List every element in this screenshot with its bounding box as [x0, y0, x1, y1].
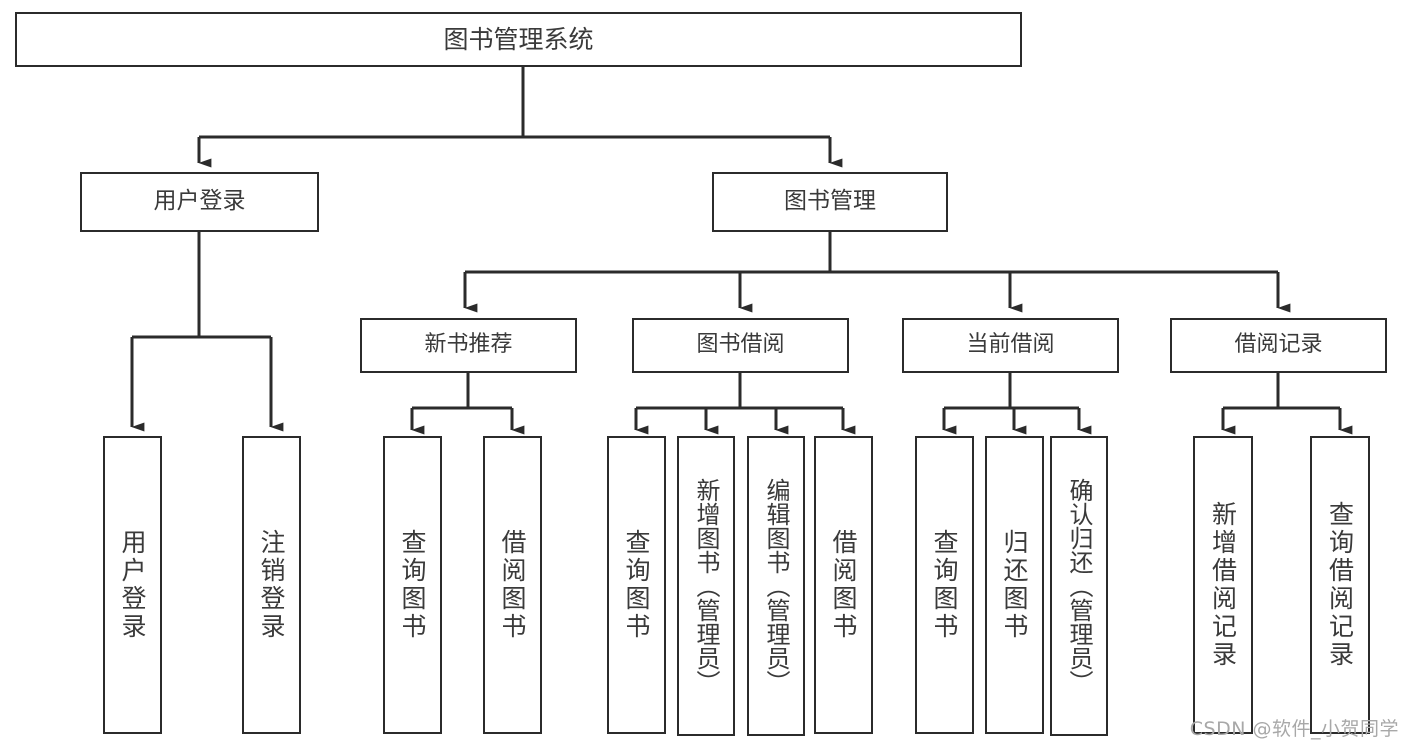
- node-label: 新增借阅记录: [1208, 501, 1238, 669]
- node-label: 新书推荐: [424, 332, 513, 358]
- node-leaf-query-book-2[interactable]: 查询图书: [607, 436, 666, 734]
- node-leaf-query-book-3[interactable]: 查询图书: [915, 436, 974, 734]
- node-label: 借阅图书: [829, 529, 858, 641]
- node-label: 图书借阅: [696, 332, 785, 358]
- node-leaf-borrow-book-2[interactable]: 借阅图书: [814, 436, 873, 734]
- node-label: 借阅记录: [1234, 332, 1323, 358]
- node-borrow-record[interactable]: 借阅记录: [1170, 318, 1387, 373]
- node-label: 查询图书: [930, 529, 959, 641]
- node-label: 新增图书（管理员）: [692, 478, 720, 694]
- node-label: 用户登录: [153, 188, 246, 215]
- node-book-manage[interactable]: 图书管理: [712, 172, 948, 232]
- node-leaf-query-book-1[interactable]: 查询图书: [383, 436, 442, 734]
- node-label: 查询图书: [398, 529, 427, 641]
- node-label: 编辑图书（管理员）: [762, 478, 790, 694]
- node-leaf-query-record[interactable]: 查询借阅记录: [1310, 436, 1370, 734]
- node-label: 用户登录: [118, 529, 147, 641]
- node-label: 图书管理: [784, 188, 876, 215]
- node-current-borrow[interactable]: 当前借阅: [902, 318, 1119, 373]
- node-book-borrow[interactable]: 图书借阅: [632, 318, 849, 373]
- node-label: 查询借阅记录: [1325, 501, 1355, 669]
- node-leaf-add-record[interactable]: 新增借阅记录: [1193, 436, 1253, 734]
- node-leaf-borrow-book-1[interactable]: 借阅图书: [483, 436, 542, 734]
- node-root-system[interactable]: 图书管理系统: [15, 12, 1022, 67]
- node-leaf-edit-book[interactable]: 编辑图书（管理员）: [747, 436, 805, 736]
- node-leaf-confirm-return[interactable]: 确认归还（管理员）: [1050, 436, 1108, 736]
- node-user-login[interactable]: 用户登录: [80, 172, 319, 232]
- node-label: 借阅图书: [498, 529, 527, 641]
- node-leaf-return-book[interactable]: 归还图书: [985, 436, 1044, 734]
- node-new-book-recommend[interactable]: 新书推荐: [360, 318, 577, 373]
- node-label: 图书管理系统: [443, 24, 594, 54]
- watermark-text: CSDN @软件_小贺同学: [1189, 718, 1399, 740]
- node-leaf-user-login[interactable]: 用户登录: [103, 436, 162, 734]
- node-label: 当前借阅: [966, 332, 1055, 358]
- node-leaf-logout[interactable]: 注销登录: [242, 436, 301, 734]
- node-leaf-add-book[interactable]: 新增图书（管理员）: [677, 436, 735, 736]
- node-label: 查询图书: [622, 529, 651, 641]
- node-label: 归还图书: [1000, 529, 1029, 641]
- node-label: 注销登录: [257, 529, 286, 641]
- node-label: 确认归还（管理员）: [1065, 478, 1093, 694]
